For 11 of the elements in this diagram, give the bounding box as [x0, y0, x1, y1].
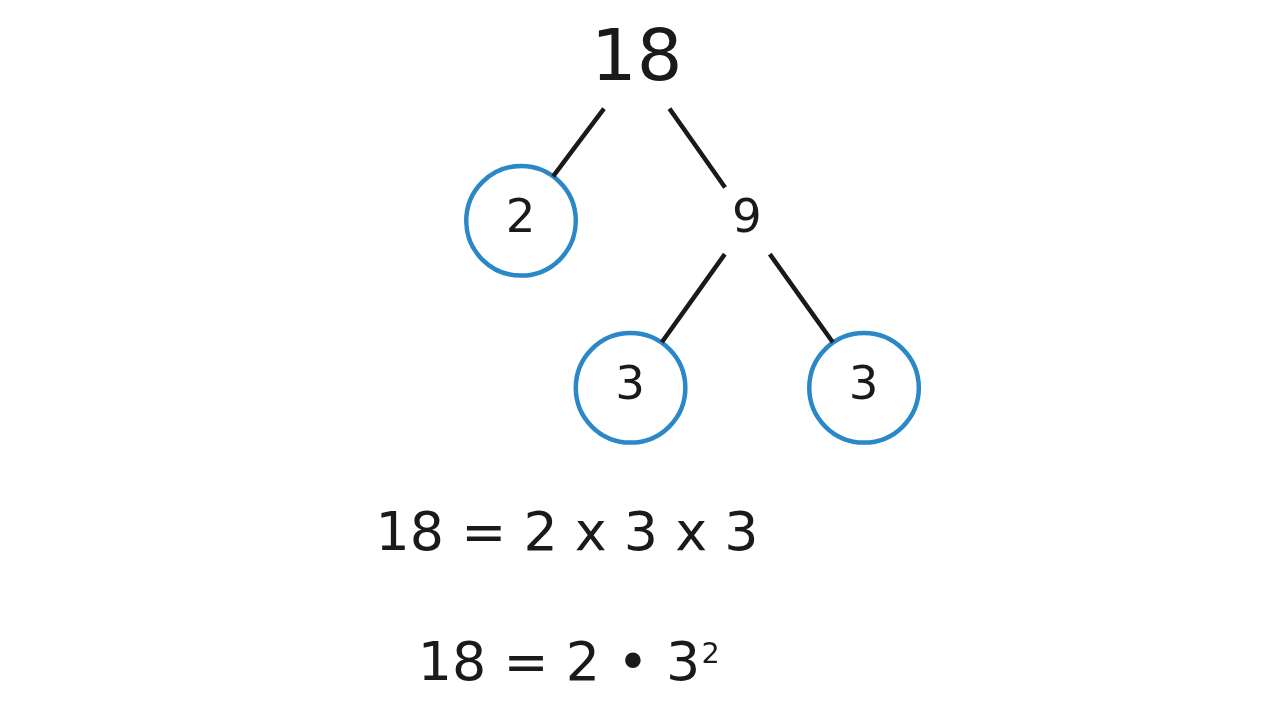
node-circle: 3: [807, 330, 922, 445]
label: 18 = 2 • 3$^{2}$: [417, 629, 720, 693]
node-circle: 2: [464, 163, 579, 278]
node-circle: 3: [573, 330, 688, 445]
label: 18 = 2 x 3 x 3: [375, 500, 759, 564]
connector: [551, 107, 606, 178]
connector: [768, 252, 835, 344]
node-text: 9: [732, 189, 762, 244]
node-text: 18: [591, 12, 683, 97]
connector: [660, 252, 727, 344]
connector: [667, 107, 727, 189]
